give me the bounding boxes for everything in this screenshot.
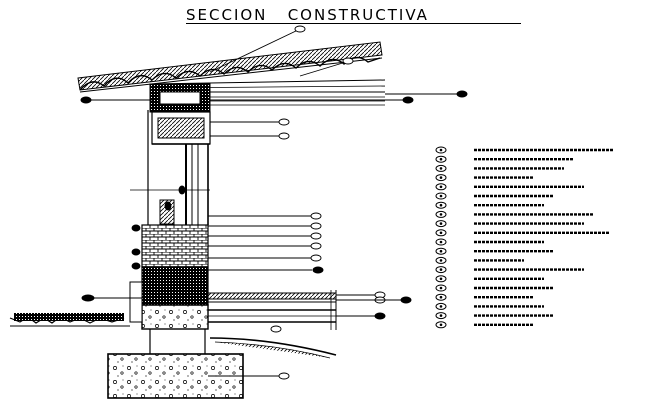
- legend-row: [435, 266, 584, 274]
- concrete-footing: [107, 329, 244, 399]
- ground-level-tag: [14, 313, 124, 321]
- legend-row: [435, 312, 554, 320]
- legend-row: [435, 183, 584, 191]
- legend-row: [435, 247, 554, 255]
- interior-ground-curve: [209, 337, 337, 356]
- legend-row: [435, 293, 534, 301]
- legend-row: [435, 302, 544, 310]
- legend-row: [435, 220, 584, 228]
- legend-row: [435, 284, 554, 292]
- legend-row: [435, 210, 594, 218]
- legend-row: [435, 321, 534, 329]
- legend-row: [435, 164, 564, 172]
- legend-row: [435, 201, 544, 209]
- legend-row: [435, 174, 534, 182]
- legend: [435, 146, 614, 329]
- brick-wall: [141, 224, 209, 306]
- legend-row: [435, 275, 544, 283]
- legend-row: [435, 256, 524, 264]
- legend-row: [435, 155, 574, 163]
- ceiling-lines: [149, 83, 385, 113]
- floor-slab: [207, 290, 337, 330]
- legend-row: [435, 146, 614, 154]
- callout-leaders: [80, 25, 468, 380]
- lintel-block: [151, 111, 211, 145]
- legend-row: [435, 238, 544, 246]
- foundation-beam: [129, 281, 209, 330]
- legend-row: [435, 229, 609, 237]
- title-underline: [186, 23, 521, 24]
- drawing-title: SECCION CONSTRUCTIVA: [186, 6, 429, 24]
- roof-tiles: [77, 41, 386, 93]
- legend-row: [435, 192, 554, 200]
